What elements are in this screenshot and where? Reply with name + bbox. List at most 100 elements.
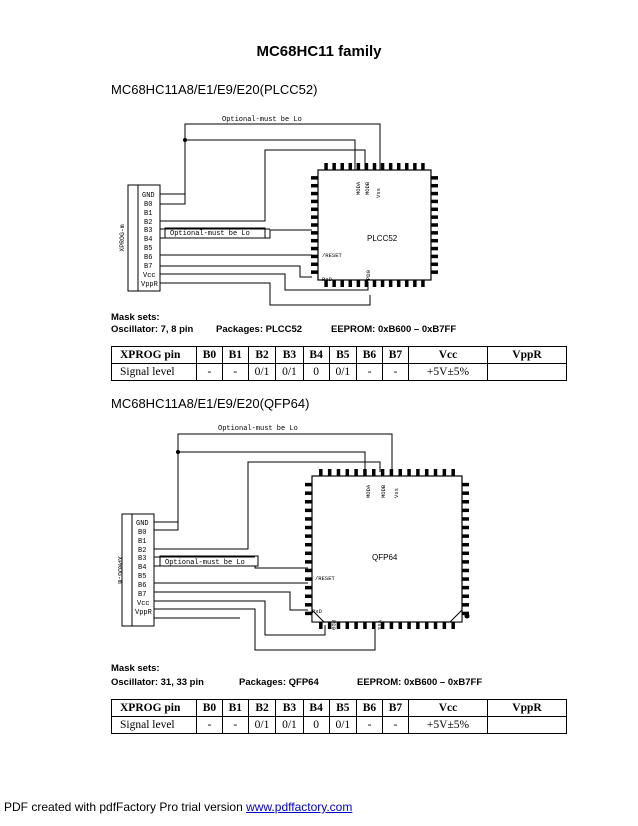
- footer-link[interactable]: www.pdffactory.com: [246, 800, 353, 814]
- pin-label: B1: [138, 538, 146, 546]
- chip-pin: [336, 622, 341, 629]
- chip-pin: [311, 183, 318, 188]
- chip-pin: [462, 551, 469, 556]
- chip-pin: [462, 577, 469, 581]
- table-cell: Vcc: [408, 699, 488, 717]
- chip-pin: [372, 469, 376, 476]
- chip-pin: [311, 238, 318, 243]
- table-cell: +5V±5%: [408, 716, 488, 734]
- chip-pin: [311, 254, 318, 259]
- chip-pin-vss: Vss: [393, 488, 400, 498]
- table-cell: VppR: [487, 699, 567, 717]
- chip-pin: [405, 163, 409, 170]
- table-cell: Signal level: [111, 716, 197, 734]
- pin-label: Vcc: [137, 600, 150, 608]
- chip-pin: [364, 163, 369, 170]
- table-cell: -: [195, 716, 223, 734]
- chip-pin: [372, 163, 377, 170]
- chip-pin: [305, 611, 312, 616]
- chip-pin: [324, 163, 328, 170]
- chip-pin: [354, 469, 358, 476]
- chip-label: PLCC52: [367, 234, 398, 243]
- pin-label: GND: [136, 520, 149, 528]
- chip-pin-vss: Vss: [375, 188, 382, 198]
- chip-pin: [311, 270, 318, 274]
- chip-pin: [424, 622, 429, 629]
- chip-pin: [311, 207, 318, 212]
- chip-pin: [319, 622, 323, 629]
- chip-pin: [305, 551, 312, 556]
- table-row: Signal level - - 0/1 0/1 0 0/1 - - +5V±5…: [111, 363, 567, 381]
- chip-pin: [364, 280, 369, 287]
- optional-side-label: Optional-must be Lo: [170, 230, 250, 238]
- chip-pin-pd0: PD0: [365, 270, 372, 280]
- section-subtitle-plcc52: MC68HC11A8/E1/E9/E20(PLCC52): [111, 82, 318, 97]
- eeprom-text: EEPROM: 0xB600 – 0xB7FF: [357, 677, 483, 688]
- chip-pin: [363, 469, 367, 476]
- table-cell: 0/1: [247, 363, 277, 381]
- pin-label: B6: [138, 582, 146, 590]
- pin-label: B7: [144, 263, 152, 271]
- chip-pin: [348, 280, 353, 287]
- chip-pin-modb: MODB: [380, 484, 387, 498]
- chip-pin-moda: MODA: [365, 484, 372, 498]
- table-cell: Vcc: [408, 346, 488, 364]
- chip-pin: [319, 469, 323, 476]
- chip-pin: [311, 215, 318, 219]
- table-cell: B1: [221, 699, 249, 717]
- table-cell: 0/1: [275, 716, 304, 734]
- table-cell: B4: [302, 346, 330, 364]
- chip-pin: [305, 585, 312, 590]
- chip-pin: [305, 534, 312, 538]
- chip-pin: [462, 594, 469, 598]
- chip-pin: [305, 542, 312, 547]
- table-cell: -: [356, 363, 383, 381]
- chip-pin: [405, 280, 409, 287]
- chip-pin: [462, 482, 469, 487]
- table-cell: Signal level: [111, 363, 197, 381]
- chip-pin: [389, 469, 394, 476]
- chip-pin: [396, 163, 401, 170]
- chip-pin: [380, 163, 385, 170]
- section-subtitle-qfp64: MC68HC11A8/E1/E9/E20(QFP64): [111, 396, 310, 411]
- chip-pin: [305, 594, 312, 598]
- chip-pin-vss2: Vss: [376, 620, 383, 630]
- chip-pin: [416, 622, 420, 629]
- chip-pin: [462, 525, 469, 530]
- table-cell: -: [381, 363, 410, 381]
- chip-pin: [324, 280, 328, 287]
- chip-pin-pd0: PD0: [330, 620, 337, 630]
- pin-label: B5: [144, 245, 152, 253]
- chip-pin: [305, 603, 312, 607]
- chip-pin: [431, 223, 438, 227]
- table-cell: -: [221, 363, 249, 381]
- chip-pin: [372, 622, 376, 629]
- plcc52-chip: [317, 169, 432, 281]
- table-header-row: XPROG pin B0 B1 B2 B3 B4 B5 B6 B7 Vcc Vp…: [111, 346, 567, 364]
- footer-text: PDF created with pdfFactory Pro trial ve…: [4, 800, 247, 814]
- pin-label: B6: [144, 254, 152, 262]
- signal-table-plcc52: XPROG pin B0 B1 B2 B3 B4 B5 B6 B7 Vcc Vp…: [111, 346, 567, 381]
- chip-pin: [336, 469, 341, 476]
- table-cell: B2: [247, 346, 277, 364]
- chip-pin: [345, 469, 350, 476]
- chip-pin: [388, 163, 393, 170]
- pin-label: B3: [144, 227, 152, 235]
- chip-pin: [442, 469, 447, 476]
- pin-label: B3: [138, 555, 146, 563]
- chip-pin: [398, 622, 402, 629]
- table-cell: B3: [275, 699, 304, 717]
- chip-pin: [305, 577, 312, 581]
- table-cell: B6: [356, 699, 383, 717]
- chip-pin: [389, 622, 394, 629]
- pin-label: B0: [138, 529, 146, 537]
- table-cell: B2: [247, 699, 277, 717]
- chip-pin-reset: /RESET: [322, 252, 343, 259]
- chip-pin: [311, 191, 318, 196]
- chip-pin: [433, 469, 438, 476]
- chip-pin: [431, 231, 438, 235]
- chip-pin-moda: MODA: [355, 181, 362, 195]
- chip-pin: [340, 280, 344, 287]
- chip-pin: [431, 199, 438, 204]
- chip-pin: [311, 262, 318, 267]
